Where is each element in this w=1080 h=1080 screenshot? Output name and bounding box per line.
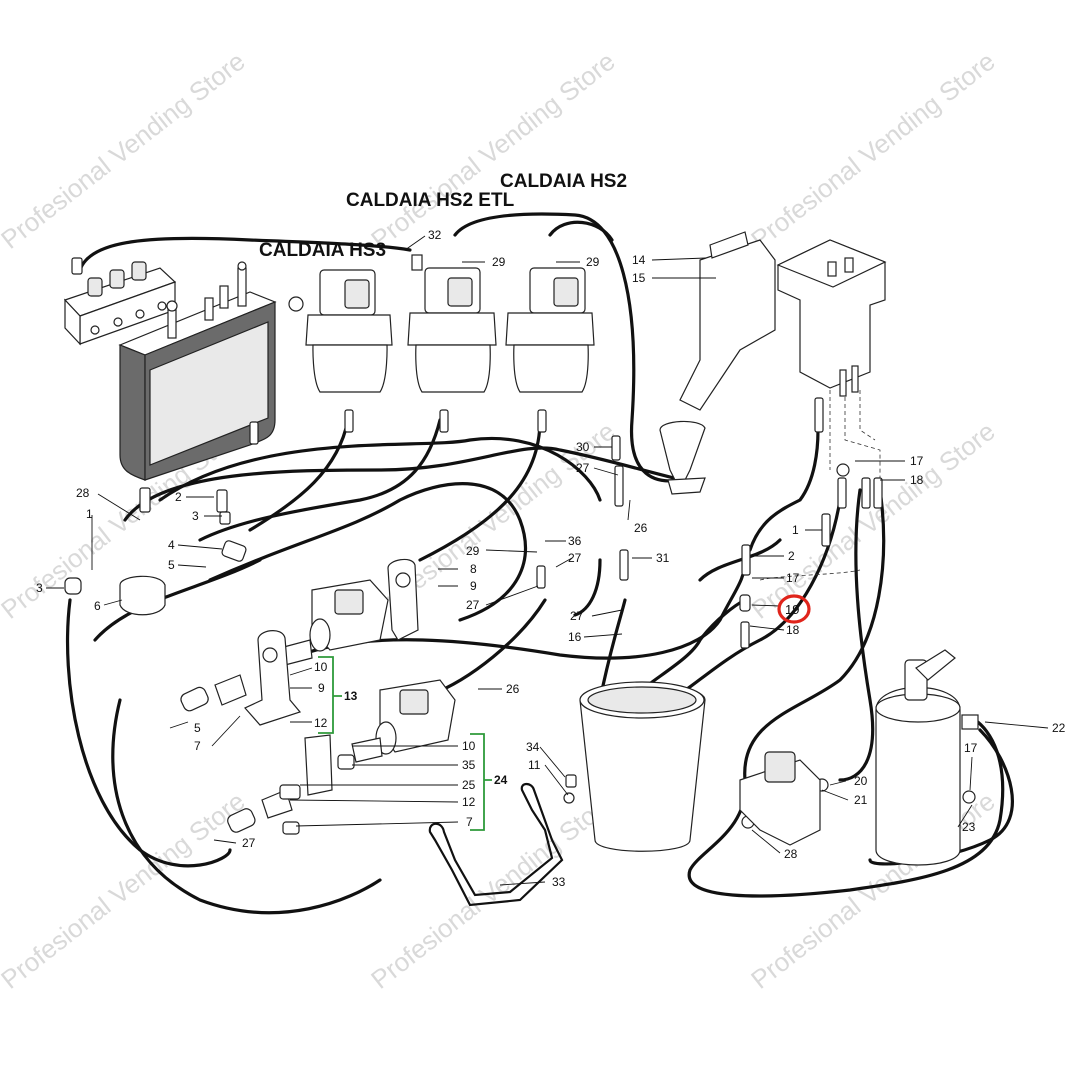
dispenser-bracket xyxy=(659,231,776,495)
hose-network xyxy=(65,212,1014,915)
callout: 33 xyxy=(552,875,566,889)
callout: 3 xyxy=(192,509,199,523)
callout: 27 xyxy=(568,551,582,565)
heading-caldaia-hs2: CALDAIA HS2 xyxy=(500,171,627,192)
callout: 17 xyxy=(910,454,924,468)
callout: 27 xyxy=(242,836,256,850)
group-brackets xyxy=(318,656,492,831)
callout: 10 xyxy=(314,660,328,674)
callout: 16 xyxy=(568,630,582,644)
boiler-hs2 xyxy=(505,267,595,433)
callout: 18 xyxy=(910,473,924,487)
watermark-text: Profesional Vending Store xyxy=(745,46,1000,255)
callout: 30 xyxy=(576,440,590,454)
callout: 3 xyxy=(36,581,43,595)
watermark-text: Profesional Vending Store xyxy=(0,46,251,255)
fittings xyxy=(64,397,976,846)
leader-lines xyxy=(46,235,1049,886)
callout: 29 xyxy=(586,255,600,269)
heading-caldaia-hs3: CALDAIA HS3 xyxy=(259,240,386,261)
callout: 7 xyxy=(466,815,473,829)
callout: 1 xyxy=(792,523,799,537)
callout: 7 xyxy=(194,739,201,753)
callout: 17 xyxy=(786,571,800,585)
callout: 9 xyxy=(470,579,477,593)
waste-bucket xyxy=(579,681,706,852)
callout: 34 xyxy=(526,740,540,754)
callout-labels: 32 29 29 14 15 28 2 3 1 4 5 3 6 30 27 26… xyxy=(36,228,1066,889)
callout: 27 xyxy=(466,598,480,612)
callout: 31 xyxy=(656,551,670,565)
callout: 4 xyxy=(168,538,175,552)
callout: 2 xyxy=(175,490,182,504)
watermark-text: Profesional Vending Store xyxy=(0,0,61,135)
callout: 25 xyxy=(462,778,476,792)
callout: 1 xyxy=(86,507,93,521)
callout: 8 xyxy=(470,562,477,576)
callout: 26 xyxy=(506,682,520,696)
dashed-guides xyxy=(759,390,881,581)
callout: 23 xyxy=(962,820,976,834)
water-filter-cylinder xyxy=(875,649,979,866)
callout: 11 xyxy=(528,758,541,772)
watermark-text: Profesional Vending Store xyxy=(365,786,620,995)
callout: 21 xyxy=(854,793,868,807)
callout: 27 xyxy=(576,461,590,475)
pump-upper xyxy=(279,558,419,666)
callout: 6 xyxy=(94,599,101,613)
watermark-text: Profesional Vending Store xyxy=(745,416,1000,625)
callout: 32 xyxy=(428,228,442,242)
callout: 29 xyxy=(492,255,506,269)
highlight-ring xyxy=(777,594,811,624)
callout: 12 xyxy=(314,716,328,730)
boiler-hs2-etl xyxy=(407,254,497,433)
callout: 20 xyxy=(854,774,868,788)
callout: 28 xyxy=(784,847,798,861)
callout: 35 xyxy=(462,758,476,772)
valve-manifold xyxy=(63,257,177,346)
callout: 9 xyxy=(318,681,325,695)
callout: 36 xyxy=(568,534,582,548)
heading-caldaia-hs2-etl: CALDAIA HS2 ETL xyxy=(346,190,515,211)
callout: 12 xyxy=(462,795,476,809)
callout: 29 xyxy=(466,544,480,558)
callout: 18 xyxy=(786,623,800,637)
pump-bracket xyxy=(244,630,302,726)
group-label-13: 13 xyxy=(344,689,358,703)
callout: 28 xyxy=(76,486,90,500)
callout: 17 xyxy=(964,741,978,755)
callout: 14 xyxy=(632,253,646,267)
callout: 5 xyxy=(168,558,175,572)
water-tank xyxy=(776,239,887,397)
spring-clip xyxy=(428,782,564,907)
boiler-hs2-left xyxy=(288,269,393,433)
watermark-text: Profesional Vending Store xyxy=(0,786,251,995)
pump-lower xyxy=(351,679,456,763)
callout: 15 xyxy=(632,271,646,285)
boiler-hs3 xyxy=(118,261,277,481)
callout: 26 xyxy=(634,521,648,535)
callout: 2 xyxy=(788,549,795,563)
group-label-24: 24 xyxy=(494,773,508,787)
callout: 27 xyxy=(570,609,584,623)
callout: 22 xyxy=(1052,721,1066,735)
highlighted-part-number: 19 xyxy=(785,602,799,617)
callout: 5 xyxy=(194,721,201,735)
callout: 10 xyxy=(462,739,476,753)
